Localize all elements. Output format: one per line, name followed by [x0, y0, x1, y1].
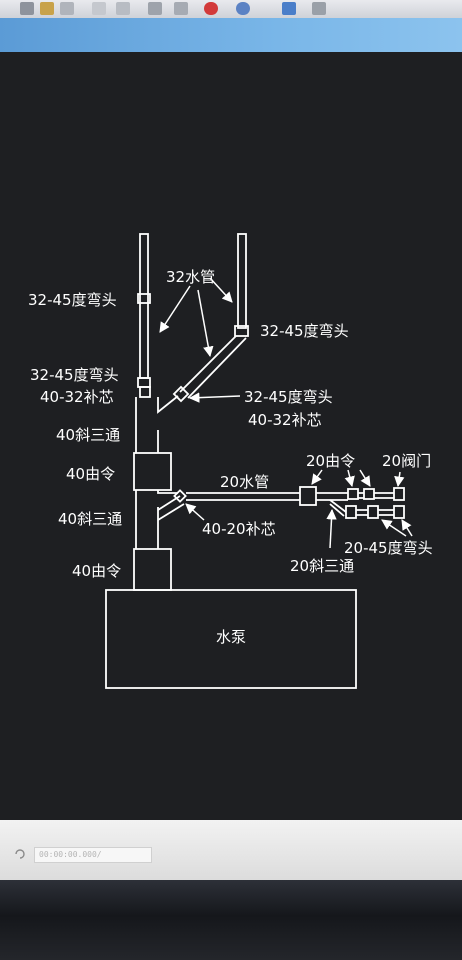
label-tee-lower: 40斜三通 — [58, 510, 122, 528]
main-pipe-40-upper — [135, 395, 179, 453]
valve-fitting-20 — [393, 487, 405, 501]
drawing-canvas[interactable]: 32-45度弯头 32水管 32-45度弯头 32-45度弯头 40-32补芯 … — [0, 52, 462, 820]
label-water-pipe-20: 20水管 — [220, 473, 269, 491]
label-elbow-top-left: 32-45度弯头 — [28, 291, 117, 309]
arrow-pipe32-left — [159, 285, 191, 333]
water-pipe-20-c — [358, 492, 364, 499]
label-union-lower: 40由令 — [72, 562, 121, 580]
reducer-fitting-20 — [173, 489, 187, 503]
arrow-pipe32-right — [209, 277, 233, 303]
label-valve-20: 20阀门 — [382, 452, 431, 470]
union-fitting-20 — [363, 488, 375, 500]
branch-pipe-20 — [329, 499, 347, 517]
riser-pipe-32-right — [237, 233, 247, 329]
status-bar: 00:00:00.000/ — [0, 820, 462, 880]
union-box-20 — [299, 486, 317, 506]
info-icon[interactable] — [236, 2, 250, 15]
label-reducer-20: 40-20补芯 — [202, 520, 276, 538]
arrow-union20-b — [344, 469, 355, 488]
elbow-fitting-top-left — [137, 293, 151, 304]
tab-strip — [0, 18, 462, 52]
pipe-diagram: 32-45度弯头 32水管 32-45度弯头 32-45度弯头 40-32补芯 … — [28, 233, 433, 689]
scissors-icon[interactable] — [60, 2, 74, 15]
pump-box — [105, 589, 357, 689]
branch-elbow-fitting — [172, 385, 190, 403]
copy-icon[interactable] — [92, 2, 106, 15]
settings-icon[interactable] — [312, 2, 326, 15]
timecode-field[interactable]: 00:00:00.000/ — [34, 847, 152, 863]
undo-icon[interactable] — [148, 2, 162, 15]
pipe-lines — [105, 233, 405, 689]
union-box-lower — [133, 548, 172, 591]
leader-arrows — [159, 277, 413, 549]
taskbar — [0, 880, 462, 960]
record-icon[interactable] — [204, 2, 218, 15]
paste-icon[interactable] — [116, 2, 130, 15]
arrow-pipe32-mid — [197, 289, 214, 358]
label-union-20: 20由令 — [306, 452, 355, 470]
arrow-union20 — [311, 469, 323, 485]
folder-icon[interactable] — [40, 2, 54, 15]
label-reducer-branch: 40-32补芯 — [248, 411, 322, 429]
union-fitting-20-lower — [367, 505, 379, 519]
lower-tee-diagonal — [157, 495, 185, 521]
app-toolbar — [0, 0, 462, 19]
arrow-elbow20-b — [401, 519, 413, 537]
riser-pipe-32-left — [139, 233, 149, 379]
water-pipe-20-d — [374, 492, 394, 499]
drive-icon[interactable] — [20, 2, 34, 15]
label-elbow-20: 20-45度弯头 — [344, 539, 433, 557]
label-elbow-top-right: 32-45度弯头 — [260, 322, 349, 340]
water-pipe-20 — [186, 492, 300, 501]
label-elbow-mid-left: 32-45度弯头 — [30, 366, 119, 384]
label-tee-20: 20斜三通 — [290, 557, 354, 575]
union-box-upper — [133, 452, 172, 491]
arrow-valve20 — [394, 471, 405, 488]
tee-fitting-20 — [347, 488, 359, 500]
label-tee-upper: 40斜三通 — [56, 426, 120, 444]
window-icon[interactable] — [282, 2, 296, 15]
label-elbow-branch: 32-45度弯头 — [244, 388, 333, 406]
reducer-fitting-mid-left — [139, 386, 151, 398]
elbow-fitting-mid-left — [137, 377, 151, 388]
main-pipe-40-lower — [135, 490, 178, 549]
water-pipe-20-f — [378, 509, 394, 516]
valve-fitting-20-lower — [393, 505, 405, 519]
branch-pipe-edge-a — [179, 335, 237, 393]
arrow-elbow-branch — [188, 392, 241, 403]
arrow-tee20 — [326, 508, 337, 549]
label-reducer-mid-left: 40-32补芯 — [40, 388, 114, 406]
branch-pipe-edge-b — [187, 337, 247, 399]
water-pipe-20-b — [316, 492, 348, 501]
redo-icon[interactable] — [174, 2, 188, 15]
diagram-labels: 32-45度弯头 32水管 32-45度弯头 32-45度弯头 40-32补芯 … — [28, 268, 433, 646]
elbow-fitting-top-right — [234, 325, 249, 337]
loop-icon[interactable] — [14, 848, 26, 860]
arrow-reducer20 — [185, 503, 205, 521]
arrow-union20-c — [359, 469, 371, 487]
label-water-pipe-32: 32水管 — [166, 268, 215, 286]
label-union-upper: 40由令 — [66, 465, 115, 483]
label-pump: 水泵 — [216, 628, 246, 646]
elbow-fitting-20 — [345, 505, 357, 519]
arrow-elbow20-a — [381, 519, 407, 537]
water-pipe-20-e — [356, 509, 368, 516]
